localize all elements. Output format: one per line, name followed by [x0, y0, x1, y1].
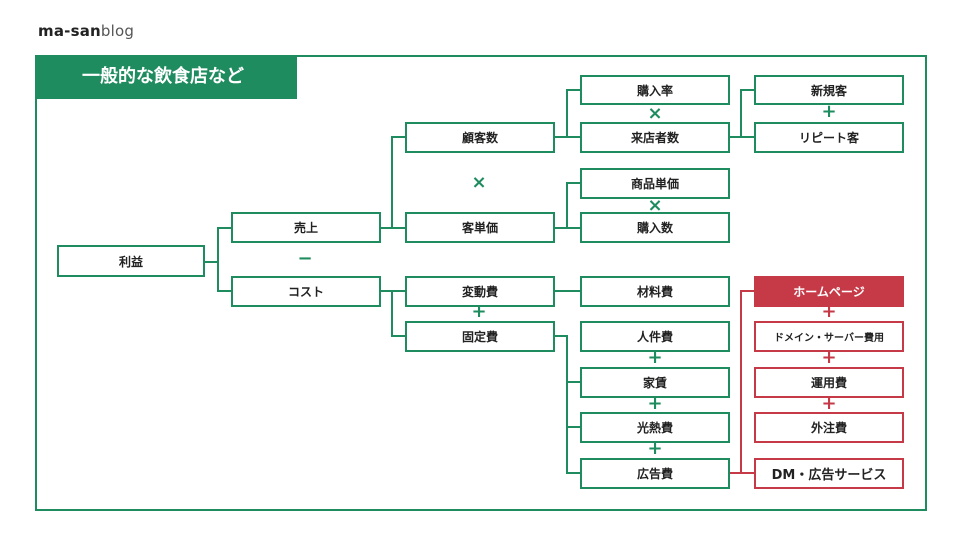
plus-operator: +: [647, 347, 663, 368]
node-material-cost: 材料費: [580, 276, 730, 307]
node-product-price: 商品単価: [580, 168, 730, 199]
node-repeat-customers: リピート客: [754, 122, 904, 153]
node-purchase-rate: 購入率: [580, 75, 730, 105]
logo-bold-text: ma-san: [38, 22, 101, 40]
node-advertising: 広告費: [580, 458, 730, 489]
node-rent: 家賃: [580, 367, 730, 398]
node-fixed-cost: 固定費: [405, 321, 555, 352]
plus-operator: +: [471, 301, 487, 322]
node-domain-server: ドメイン・サーバー費用: [754, 321, 904, 352]
plus-operator: +: [821, 393, 837, 414]
times-operator: ×: [647, 195, 663, 216]
diagram-frame: [35, 55, 927, 511]
node-operation: 運用費: [754, 367, 904, 398]
plus-operator: +: [821, 347, 837, 368]
node-visitors: 来店者数: [580, 122, 730, 153]
times-operator: ×: [647, 103, 663, 124]
node-cost: コスト: [231, 276, 381, 307]
node-personnel-cost: 人件費: [580, 321, 730, 352]
plus-operator: +: [821, 301, 837, 322]
node-outsourcing: 外注費: [754, 412, 904, 443]
node-utilities: 光熱費: [580, 412, 730, 443]
plus-operator: +: [647, 438, 663, 459]
plus-operator: +: [821, 101, 837, 122]
node-homepage: ホームページ: [754, 276, 904, 307]
plus-operator: +: [647, 393, 663, 414]
minus-operator: −: [297, 248, 313, 269]
node-dm-ad: DM・広告サービス: [754, 458, 904, 489]
times-operator: ×: [471, 172, 487, 193]
node-variable-cost: 変動費: [405, 276, 555, 307]
node-new-customers: 新規客: [754, 75, 904, 105]
node-purchase-qty: 購入数: [580, 212, 730, 243]
logo-light-text: blog: [100, 22, 135, 40]
node-profit: 利益: [57, 245, 205, 277]
blog-logo[interactable]: ma-sanblog: [38, 22, 134, 40]
node-customers: 顧客数: [405, 122, 555, 153]
node-unit-price: 客単価: [405, 212, 555, 243]
node-sales: 売上: [231, 212, 381, 243]
diagram-title: 一般的な飲食店など: [35, 55, 297, 99]
